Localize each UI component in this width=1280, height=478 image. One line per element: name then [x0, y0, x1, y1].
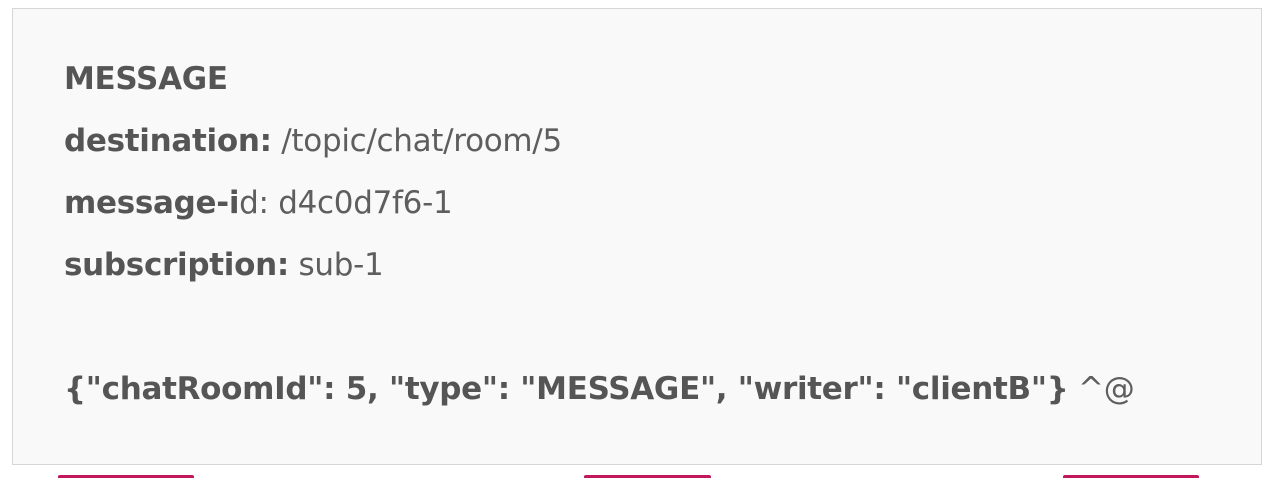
header-value: sub-1 [288, 247, 384, 283]
header-value: /topic/chat/room/5 [271, 123, 562, 159]
null-terminator: ^@ [1068, 371, 1135, 407]
header-key: message-i [64, 185, 240, 221]
stomp-frame-box: MESSAGE destination: /topic/chat/room/5 … [12, 8, 1262, 465]
header-destination: destination: /topic/chat/room/5 [64, 123, 562, 159]
frame-body: {"chatRoomId": 5, "type": "MESSAGE", "wr… [64, 371, 1135, 407]
header-message-id: message-id: d4c0d7f6-1 [64, 185, 453, 221]
header-key-rest: d: [239, 185, 269, 221]
accent-tab-right [1063, 475, 1199, 478]
header-key: destination: [64, 123, 272, 159]
header-subscription: subscription: sub-1 [64, 247, 384, 283]
frame-command: MESSAGE [64, 61, 228, 97]
accent-tab-center [584, 475, 711, 478]
header-value: d4c0d7f6-1 [268, 185, 453, 221]
accent-tab-left [58, 475, 194, 478]
header-key: subscription: [64, 247, 289, 283]
body-json: {"chatRoomId": 5, "type": "MESSAGE", "wr… [64, 371, 1069, 407]
